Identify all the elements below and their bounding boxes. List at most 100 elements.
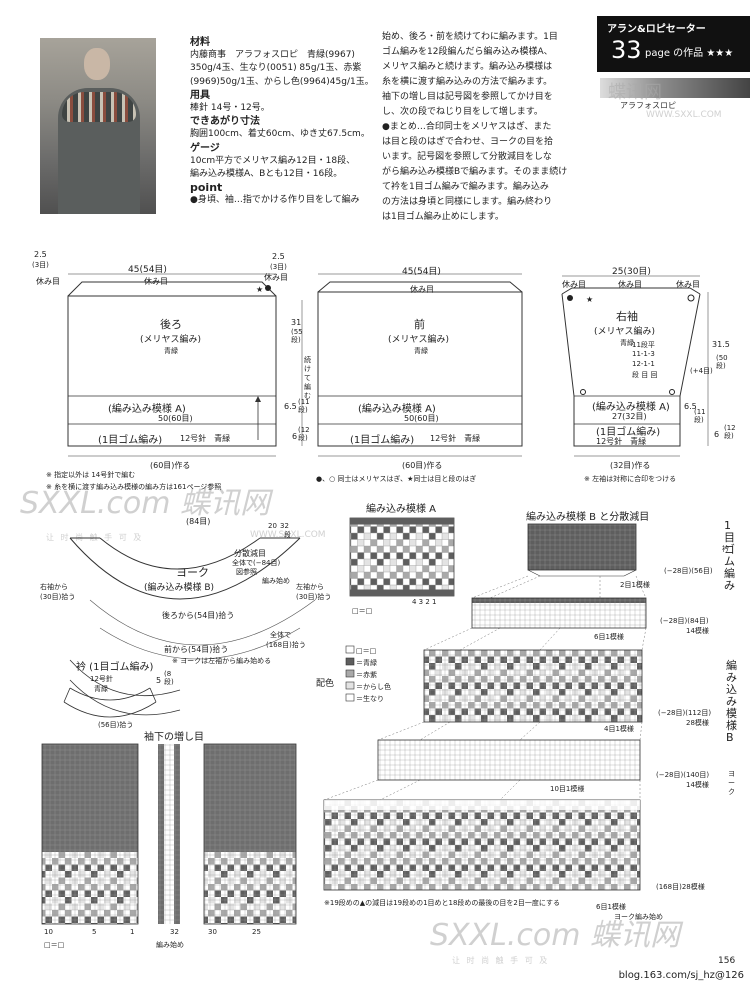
materials-block: 材料 内藤商事 アラフォスロピ 青緑(9967) 350g/4玉、生なり(005… [190, 36, 380, 208]
front-pattern-height: 6.5 [284, 402, 297, 411]
yoke-depth-2: 32 [280, 522, 289, 530]
sleeve-cast-on: (32目)作る [610, 461, 651, 470]
front-rib-rows: (12段) [298, 426, 310, 442]
pattern-a-chart [349, 517, 455, 597]
sleeve-inc-3: 12-1-1 [632, 360, 655, 368]
yoke-diagram [69, 537, 316, 716]
watermark: 蝶讯网 [608, 82, 662, 103]
project-number: 33 [611, 36, 642, 64]
sleeve-pattern-rows: (11段) [694, 408, 706, 424]
pattern-b-collar-grid [527, 523, 637, 577]
instruction-line: がら編み込み模様Bで編みます。そのまま続け [382, 167, 568, 177]
legend-key-1: ＝青緑 [356, 659, 377, 667]
yoke-depth: 20 [268, 522, 277, 530]
materials-line: 内藤商事 アラフォスロピ 青緑(9967) [190, 50, 355, 61]
pattern-b-row-2b: 14模様 [686, 627, 709, 635]
sleeve-inc-start: 編み始め [156, 941, 184, 949]
yoke-from-back: 後ろから(54目)拾う [162, 611, 235, 620]
yoke-sleeve-right-2: (30目)拾う [296, 593, 332, 601]
watermark: WWW.SXXL.COM [250, 530, 326, 540]
pattern-b-row-1: (−28目)(56目) [664, 567, 713, 575]
sleeve-plus: (+4目) [690, 367, 713, 375]
pattern-b-row-4b: 14模様 [686, 781, 709, 789]
yoke-top-stitches: (84目) [186, 517, 211, 526]
sleeve-inc-1: 11段平 [632, 341, 655, 349]
yoke-pattern: (編み込み模様 B) [144, 583, 215, 593]
front-rest-label: 休み目 [410, 285, 434, 294]
instruction-line: て衿を1目ゴム編みで編みます。編み込み [382, 182, 549, 192]
note-needle: ※ 指定以外は 14号針で編む [46, 471, 136, 479]
front-piece [255, 273, 523, 457]
front-continue-note: 続けて編む [304, 356, 311, 400]
pattern-b-motif-3: 4目1模様 [604, 725, 634, 733]
back-rest-label: 休み目 [144, 277, 168, 286]
pattern-b-side-collar: 衿 [722, 545, 729, 553]
yoke-all-2: (168目)拾う [266, 641, 306, 649]
yoke-decrease-ref: 図参照 [236, 568, 257, 576]
instruction-line: メリヤス編みと続けます。編み込み模様は [382, 62, 553, 72]
front-needle: 12号針 青緑 [430, 434, 481, 443]
sleeve-increase-chart [41, 743, 297, 925]
sleeve-inc-col-2: 5 [92, 928, 97, 936]
sleeve-top-width: 25(30目) [612, 267, 651, 277]
back-mid-width: 50(60目) [158, 414, 193, 423]
pattern-b-grid-4 [323, 799, 641, 891]
back-needle: 12号針 青緑 [180, 434, 231, 443]
back-side-measure: 2.5 [34, 250, 47, 259]
instruction-line: います。記号図を参照して分散減目をしな [382, 152, 552, 162]
sleeve-rest-label: 休み目 [618, 280, 642, 289]
gauge-line: 編み込み模様A、Bとも12目・16段。 [190, 169, 343, 180]
collar-rows: (8段) [164, 670, 174, 686]
front-rib-height: 6 [292, 432, 298, 441]
pattern-b-row-5: (168目)28模様 [656, 883, 705, 891]
legend-key-0: □＝□ [356, 647, 377, 655]
back-side-stitches: (3目) [32, 261, 49, 269]
yoke-from-front: 前から(54目)拾う [164, 645, 229, 654]
pattern-b-motif-5: 6目1模様 [596, 903, 626, 911]
sleeve-height-rows: (50段) [716, 354, 728, 370]
sleeve-inc-col-5: 30 [208, 928, 217, 936]
collar-title: 衿 (1目ゴム編み) [76, 662, 154, 673]
back-rib: (1目ゴム編み) [98, 435, 163, 446]
legend-key-3: ＝からし色 [356, 683, 391, 691]
point-heading: point [190, 181, 223, 195]
pattern-b-side-b: 編み込み模様 B [726, 659, 737, 744]
instruction-line: 糸を横に渡す編み込みの方法で編みます。 [382, 77, 553, 87]
front-pattern-rows: (11段) [298, 398, 310, 414]
pattern-b-row-2: (−28目)(84目) [660, 617, 709, 625]
front-rib: (1目ゴム編み) [350, 435, 415, 446]
sleeve-rest-right: 休み目 [676, 280, 700, 289]
yoke-sleeve-right: 左袖から [296, 583, 324, 591]
instruction-line: は目と段のはぎで合わせ、ヨークの目を拾 [382, 137, 554, 147]
note-joining: ●、○ 同士はメリヤスはぎ、★同士は目と段のはぎ [316, 475, 477, 483]
pattern-b-guides [323, 575, 647, 801]
front-color: 青緑 [414, 347, 428, 355]
yoke-decrease: 分散減目 [234, 549, 266, 558]
pattern-b-row-4: (−28目)(140目) [656, 771, 710, 779]
pattern-b-row-3: (−28目)(112目) [658, 709, 712, 717]
pattern-b-start: ヨーク編み始め [614, 913, 663, 921]
back-side-rest-r: 休み目 [264, 273, 288, 282]
legend-key-4: ＝生なり [356, 695, 384, 703]
front-height-rows: (55段) [291, 328, 303, 344]
tools-text: 棒針 14号・12号。 [190, 103, 270, 114]
yoke-title: ヨーク [176, 566, 209, 579]
pattern-a-repeat: 4 3 2 1 [412, 598, 437, 606]
watermark: WWW.SXXL.COM [646, 110, 722, 120]
pattern-b-title: 編み込み模様 B と分散減目 [526, 512, 650, 523]
legend-key-2: ＝赤紫 [356, 671, 377, 679]
back-pattern: (編み込み模様 A) [108, 404, 186, 415]
sleeve-piece: ★ [561, 275, 709, 457]
yoke-note: ※ ヨークは左袖から編み始める [172, 657, 272, 665]
yoke-decrease-total: 全体で(−84目) [232, 559, 281, 567]
point-line: ●身頃、袖…指でかける作り目をして編み [190, 195, 360, 206]
sleeve-inc-key: □＝□ [44, 941, 65, 949]
sleeve-inc-title: 袖下の増し目 [144, 732, 204, 743]
sleeve-rib-rows: (12段) [724, 424, 736, 440]
project-header: アラン&ロピセーター 33 page の作品 ★★★ [597, 16, 750, 72]
sleeve-inc-4: 段 目 回 [632, 371, 658, 379]
instruction-line: し、次の段でねじり目をして増します。 [382, 107, 543, 117]
sleeve-rest-left: 休み目 [562, 280, 586, 289]
instruction-line: 袖下の増し目は記号図を参照してかけ目を [382, 92, 553, 102]
